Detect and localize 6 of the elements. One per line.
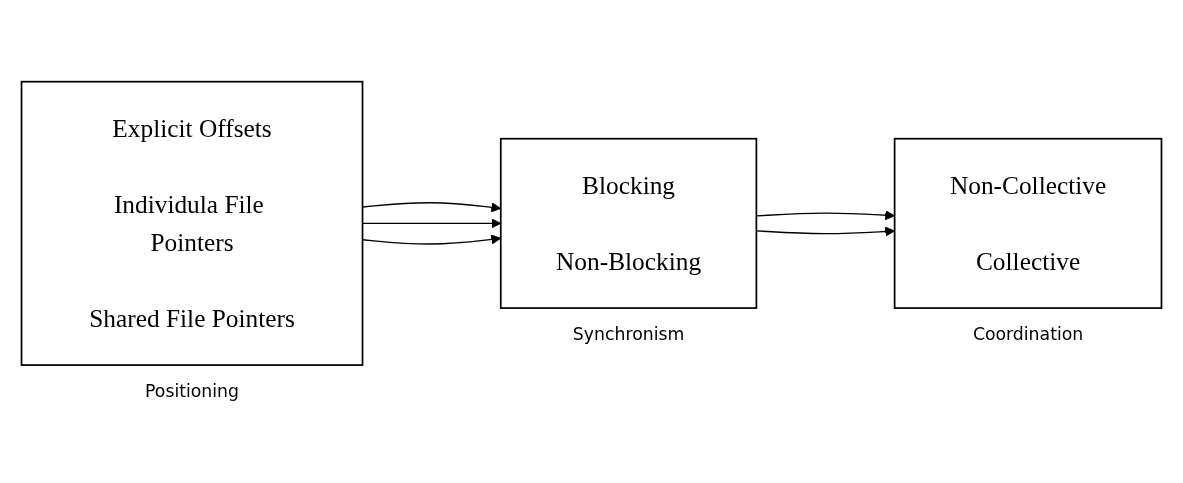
node-box: Explicit Offsets Individula File Pointers Shared File Pointers <box>20 80 364 366</box>
box-caption: Coordination <box>972 324 1084 345</box>
node-box: Blocking Non-Blocking <box>499 137 758 309</box>
box-caption: Positioning <box>145 381 239 402</box>
node-box: Non-Collective Collective <box>893 137 1163 309</box>
box-caption: Synchronism <box>572 324 685 345</box>
